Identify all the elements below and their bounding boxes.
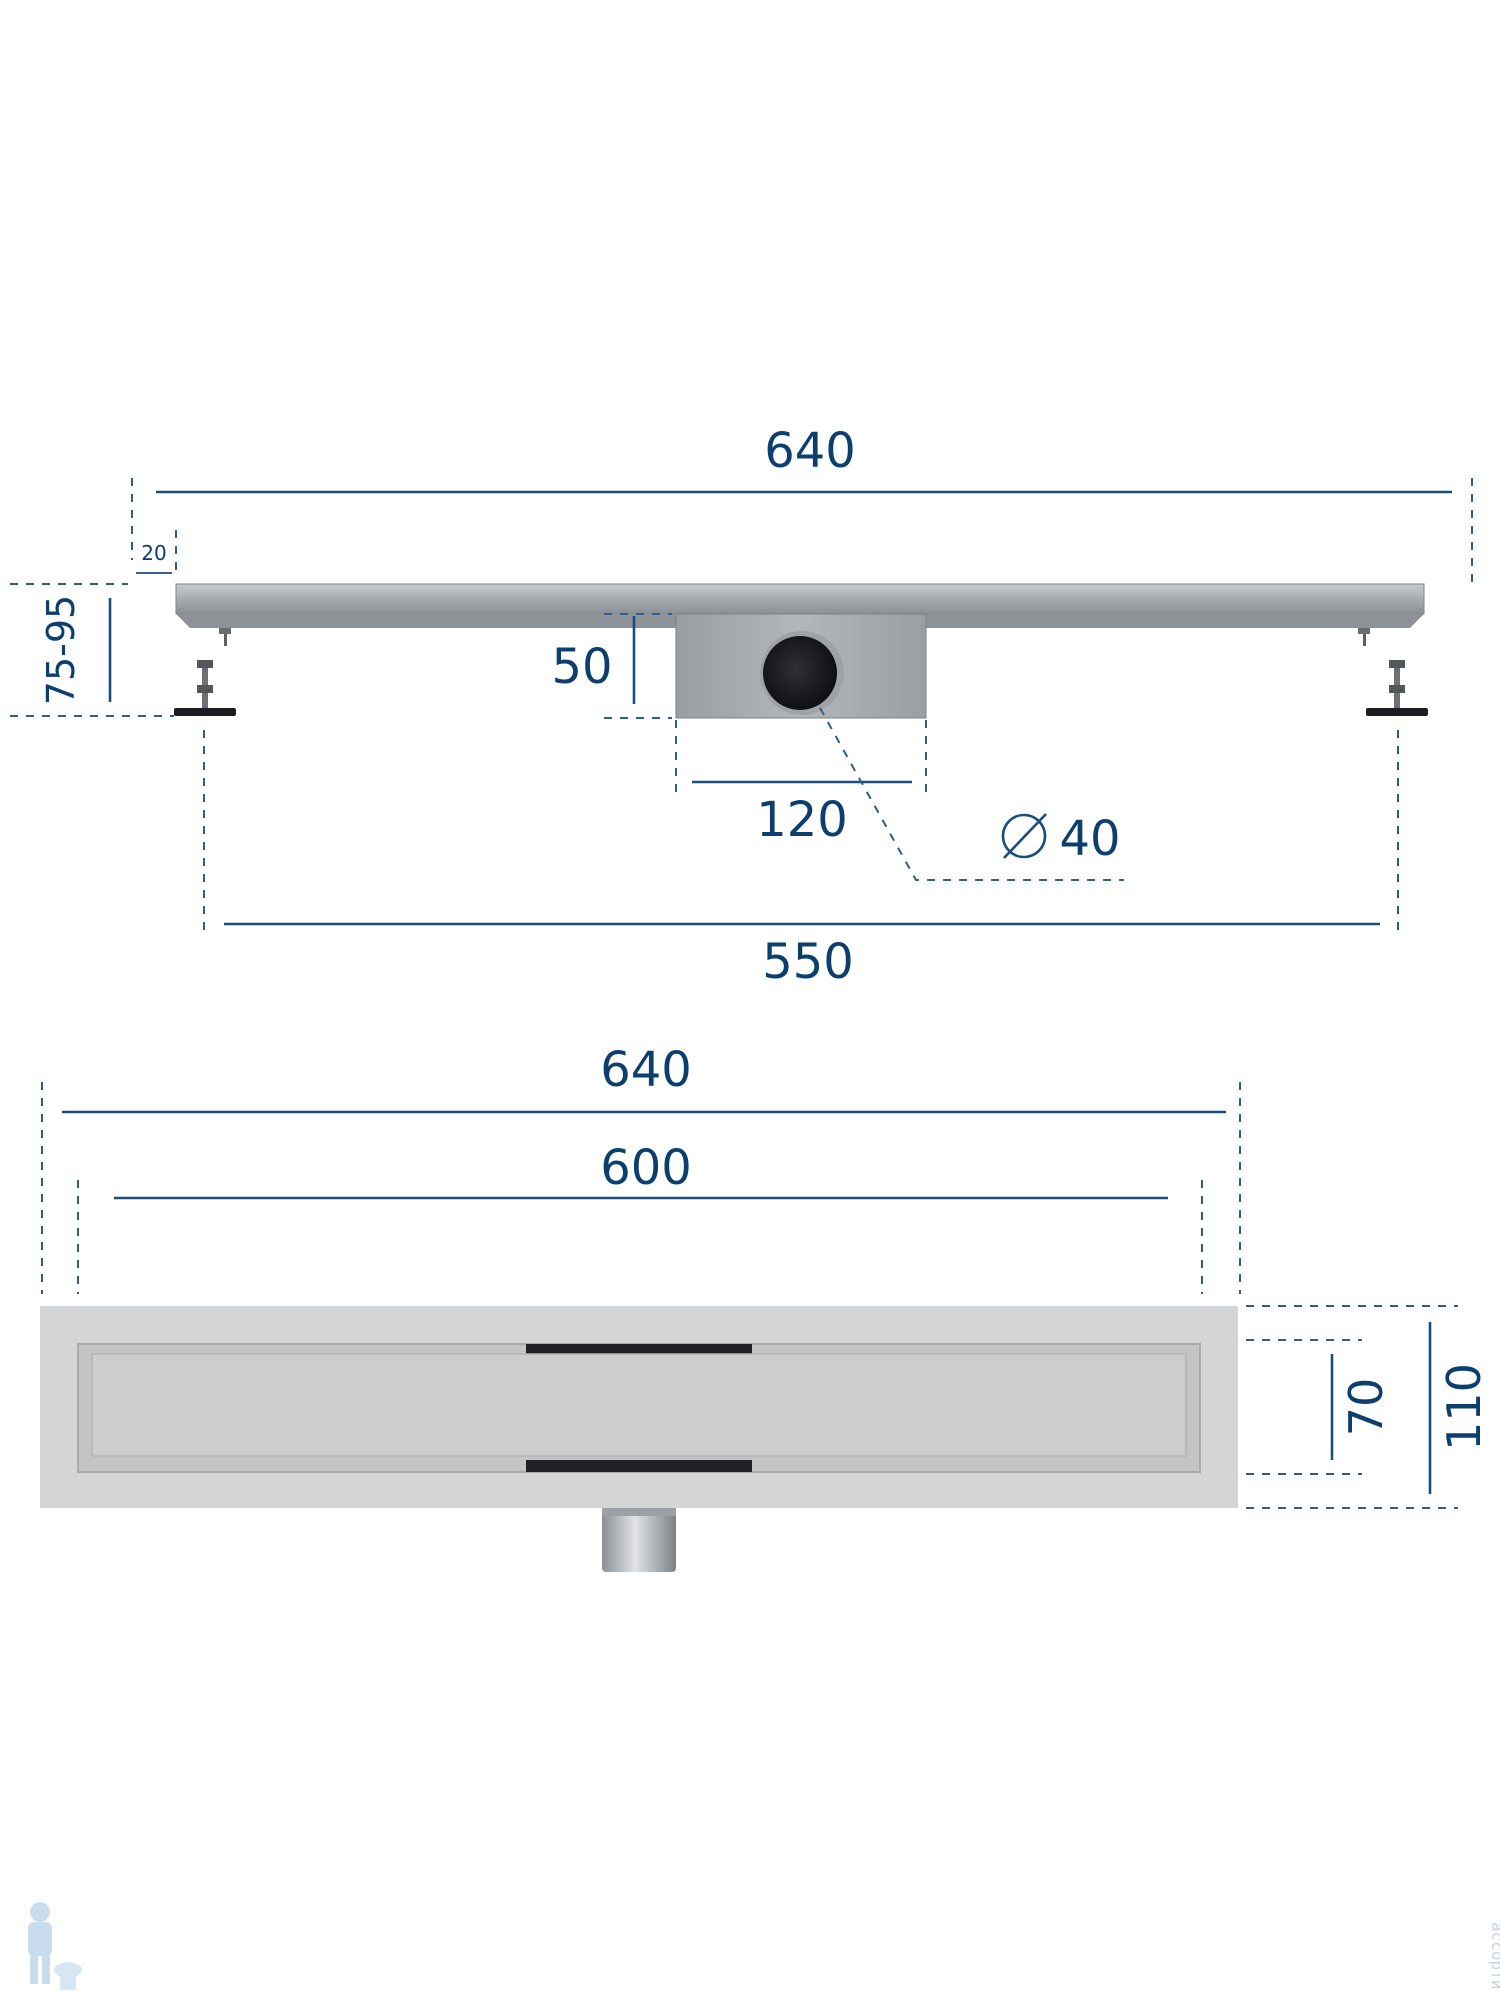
dimension-label: 120 (756, 792, 848, 848)
dimension-label: 600 (600, 1140, 692, 1196)
plumber-logo-icon (28, 1902, 82, 1990)
dimension-outlet-diameter: 40 (819, 707, 1124, 881)
right-leveling-foot (1358, 628, 1428, 716)
outlet-hole (763, 636, 837, 710)
dimension-label: 75-95 (39, 595, 83, 705)
dimension-label: 640 (600, 1042, 692, 1098)
dimension-label: 70 (1339, 1378, 1393, 1437)
dimension-overall-width: 110 (1246, 1305, 1491, 1509)
dimension-label: 110 (1437, 1363, 1491, 1451)
dimension-label: 40 (1059, 811, 1120, 867)
dimension-foot-span: 550 (203, 730, 1399, 990)
dimension-outlet-height: 50 (551, 613, 672, 719)
dimension-label: 50 (551, 639, 612, 695)
channel-gap-top (526, 1344, 752, 1356)
left-leveling-foot (174, 628, 236, 716)
grate-plate (91, 1353, 1187, 1457)
dimension-label: 20 (141, 541, 166, 565)
channel-gap-bottom (526, 1460, 752, 1472)
dimension-label: 550 (762, 934, 854, 990)
dimension-edge-offset: 20 (136, 530, 177, 578)
dimension-label: 640 (764, 423, 856, 479)
watermark: ассорти (28, 1902, 1500, 1990)
outlet-pipe (602, 1508, 676, 1572)
dimension-outlet-width: 120 (675, 720, 927, 848)
dimension-grate-width: 70 (1246, 1339, 1393, 1475)
watermark-text: ассорти (1488, 1922, 1500, 1989)
side-view: 640 20 75-95 50 120 (10, 423, 1473, 990)
dimension-overall-length-side: 640 (131, 423, 1473, 582)
dimension-overall-length-top: 640 (41, 1042, 1241, 1294)
dimension-height-range: 75-95 (10, 583, 174, 717)
outlet-box (675, 613, 927, 719)
dimension-grate-length: 600 (77, 1140, 1203, 1294)
top-view: 640 600 70 110 (40, 1042, 1491, 1572)
diameter-symbol-icon (1001, 813, 1047, 859)
